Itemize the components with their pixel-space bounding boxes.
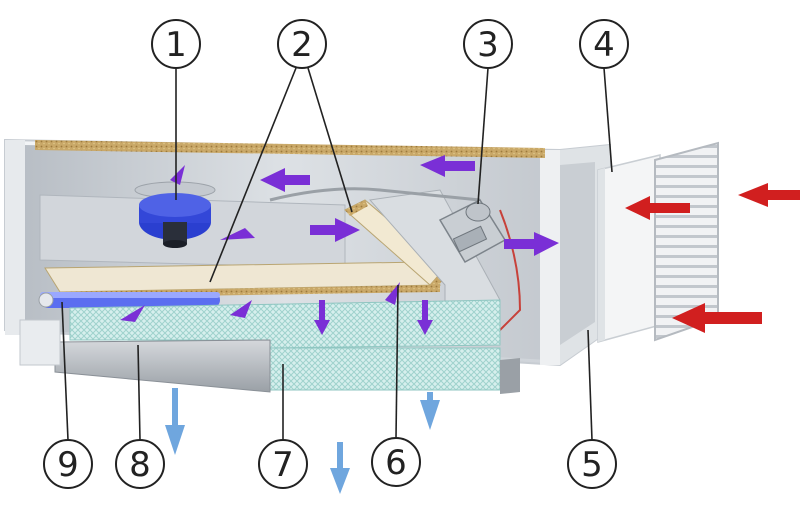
callout-9: 9 <box>43 439 93 489</box>
svg-text:3: 3 <box>477 25 499 65</box>
fan <box>134 181 216 248</box>
svg-text:2: 2 <box>291 25 313 65</box>
outlet-airflow-arrows <box>165 388 440 494</box>
callout-5: 5 <box>567 439 617 489</box>
callout-1: 1 <box>151 19 201 69</box>
svg-text:8: 8 <box>129 445 151 485</box>
condensate-tube <box>38 292 220 308</box>
callout-3: 3 <box>463 19 513 69</box>
leader-lines <box>61 67 613 441</box>
housing-base <box>19 319 520 394</box>
svg-text:6: 6 <box>385 443 407 483</box>
callout-6: 6 <box>371 437 421 487</box>
heat-exchanger <box>69 299 501 391</box>
top-insulation <box>35 140 545 158</box>
svg-text:4: 4 <box>593 25 615 65</box>
callout-7: 7 <box>258 439 308 489</box>
svg-text:1: 1 <box>165 25 187 65</box>
callout-markers: 1 2 3 4 5 6 7 8 <box>43 19 629 489</box>
callout-4: 4 <box>579 19 629 69</box>
callout-8: 8 <box>115 439 165 489</box>
inlet-filter <box>597 154 661 343</box>
callout-2: 2 <box>277 19 327 69</box>
svg-text:7: 7 <box>272 445 294 485</box>
inlet-airflow-arrows <box>625 183 800 333</box>
svg-text:9: 9 <box>57 445 79 485</box>
front-grill <box>654 141 719 342</box>
svg-text:5: 5 <box>581 445 603 485</box>
internal-airflow-arrows <box>120 155 559 335</box>
heater-element <box>438 199 507 264</box>
